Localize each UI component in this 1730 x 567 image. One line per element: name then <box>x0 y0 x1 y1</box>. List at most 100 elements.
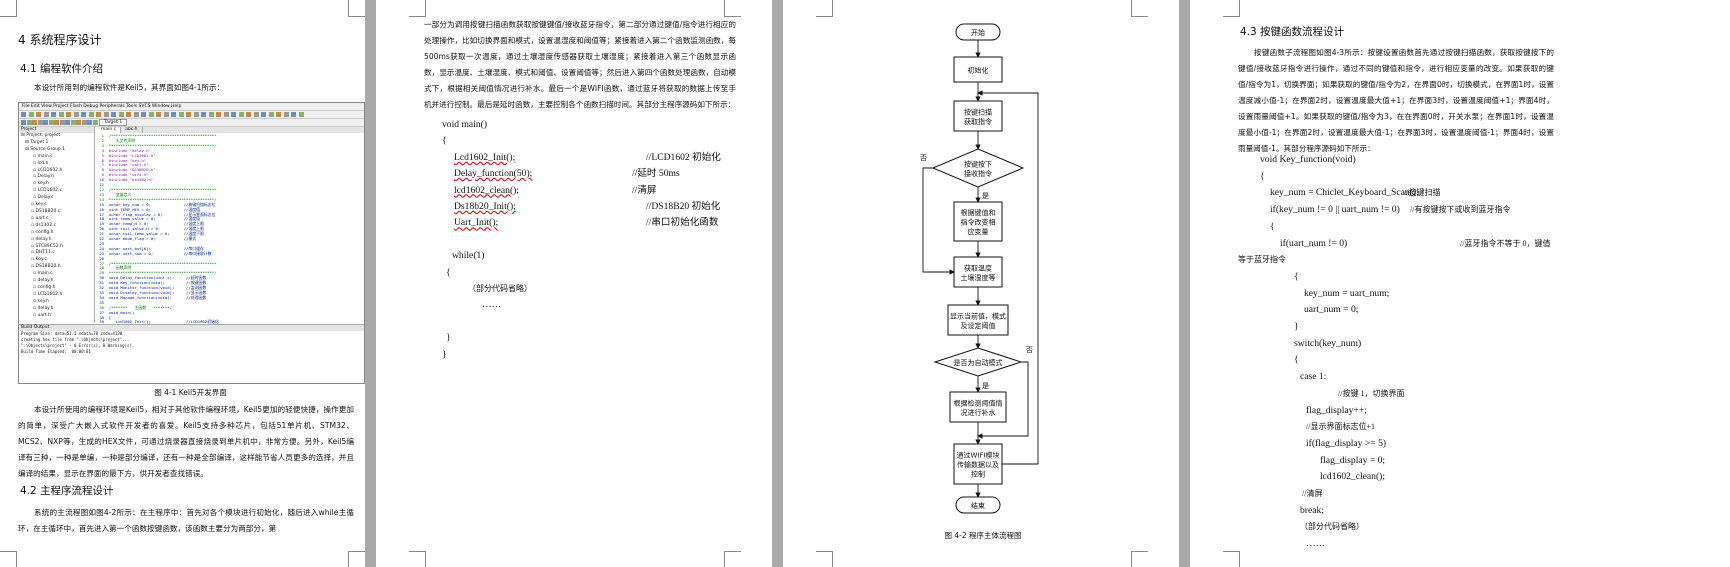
project-tree-item[interactable]: ▫ Key.c <box>31 257 47 263</box>
toolbar-icon[interactable] <box>103 112 109 117</box>
project-tree-item[interactable]: ⊟ Project: project <box>21 133 61 138</box>
project-tree-item[interactable]: ▫ main.c <box>33 153 53 159</box>
toolbar-icon[interactable] <box>92 120 98 125</box>
project-tree-item[interactable]: ▫ main.c <box>33 271 53 277</box>
editor-code-line: 34 void Manage_function(void); //处理函数 <box>97 294 207 300</box>
toolbar-icon[interactable] <box>32 120 37 125</box>
toolbar-icon[interactable] <box>76 120 81 125</box>
project-tree-item[interactable]: ▫ LCD1602.h <box>33 291 63 297</box>
toolbar-icon[interactable] <box>48 120 54 125</box>
process-box <box>953 201 1003 242</box>
editor-code-line: 15 uchar key_num = 0; //按键扫描标志位 <box>97 201 216 207</box>
toolbar-icon[interactable] <box>54 120 59 125</box>
toolbar-icon[interactable] <box>26 120 32 125</box>
editor-tab[interactable]: abc.h <box>121 127 143 133</box>
toolbar-icon[interactable] <box>148 112 154 117</box>
toolbar-icon[interactable] <box>59 120 65 125</box>
toolbar-icon[interactable] <box>37 120 43 125</box>
toolbar-icon[interactable] <box>28 112 34 117</box>
toolbar-icon[interactable] <box>186 112 191 117</box>
toolbar-icon[interactable] <box>268 112 274 117</box>
toolbar-icon[interactable] <box>36 112 41 117</box>
toolbar-icon[interactable] <box>81 112 86 117</box>
toolbar-icon[interactable] <box>133 112 139 117</box>
toolbar-icon[interactable] <box>88 112 94 117</box>
project-tree-item[interactable]: ▫ Delay.c <box>33 195 54 201</box>
project-tree-item[interactable]: ▫ key.h <box>33 181 49 187</box>
yes-label: 是 <box>982 382 989 390</box>
toolbar-icon[interactable] <box>163 112 169 117</box>
toolbar-icon[interactable] <box>81 120 87 125</box>
toolbar-icon[interactable] <box>87 120 92 125</box>
editor-code-line: 14 *************************************… <box>97 196 217 202</box>
toolbar-icon[interactable] <box>111 112 116 117</box>
editor-code-line: 36 /******* 主函数 *******/ <box>97 304 172 310</box>
toolbar-icon[interactable] <box>253 112 259 117</box>
toolbar-icon[interactable] <box>231 112 236 117</box>
process-label: 根据键值和 <box>961 208 996 217</box>
toolbar-icon[interactable] <box>43 120 48 125</box>
toolbar-icon[interactable] <box>238 112 244 117</box>
toolbar-icon[interactable] <box>65 120 70 125</box>
project-tree-item[interactable]: ▫ LCD1602.c <box>33 188 62 194</box>
project-tree-item[interactable]: ▫ lcd.h <box>33 160 49 166</box>
editor-tab[interactable]: main.c <box>97 127 122 133</box>
init-box <box>953 56 1003 83</box>
editor-code-line: 1 /*************************************… <box>97 133 217 138</box>
toolbar-icon[interactable] <box>276 112 281 117</box>
process-label: 指令改变相 <box>961 218 996 227</box>
figure-4-1-caption: 图 4-1 Keil5开发界面 <box>154 388 227 397</box>
toolbar-icon[interactable] <box>201 112 206 117</box>
toolbar-icon[interactable] <box>208 112 214 117</box>
toolbar-icon[interactable] <box>261 112 266 117</box>
code-line: break; <box>1300 504 1324 516</box>
toolbar-icon[interactable] <box>141 112 146 117</box>
toolbar-icon[interactable] <box>43 112 49 117</box>
project-tree-item[interactable]: ▫ key.h <box>33 298 49 304</box>
project-tree-item[interactable]: ▫ Delay.h <box>33 174 55 180</box>
project-tree-item[interactable]: ▫ ds1302.c <box>31 222 57 228</box>
project-tree-item[interactable]: ▫ DS18B20.c <box>31 208 61 214</box>
toolbar-icon[interactable] <box>171 112 176 117</box>
toolbar-icon[interactable] <box>118 112 124 117</box>
crop-mark <box>1131 551 1148 567</box>
toolbar-icon[interactable] <box>73 112 79 117</box>
toolbar-icon[interactable] <box>58 112 64 117</box>
project-tree-item[interactable]: ⊟ Target 1 <box>25 139 49 145</box>
project-tree-item[interactable]: ▫ uart.c <box>31 215 49 221</box>
project-tree-item[interactable]: ▫ STC89C52.h <box>31 243 63 249</box>
project-tree-item[interactable]: ▫ key.c <box>31 202 47 208</box>
project-tree-item[interactable]: ▫ delay.h <box>31 236 52 242</box>
project-tree-item[interactable]: ⊟ Source Group 1 <box>25 146 66 152</box>
editor-code-line: 8 #include "DS18B20.h" <box>97 167 156 173</box>
toolbar-icon[interactable] <box>283 112 289 117</box>
toolbar-icon[interactable] <box>96 112 101 117</box>
project-tree-item[interactable]: ▫ config.h <box>31 229 54 235</box>
toolbar-icon[interactable] <box>223 112 229 117</box>
project-tree-item[interactable]: ▫ config.h <box>33 284 56 290</box>
code-comment: //延时 50ms <box>632 168 680 180</box>
toolbar-icon[interactable] <box>178 112 184 117</box>
target-selector[interactable]: Target 1 <box>99 119 128 126</box>
toolbar-icon[interactable] <box>21 112 26 117</box>
toolbar-icon[interactable] <box>193 112 199 117</box>
no-label: 否 <box>1026 346 1033 354</box>
project-tree-item[interactable]: ▫ DHT11.c <box>31 250 55 256</box>
project-tree-item[interactable]: ▫ delay.h <box>33 278 54 284</box>
toolbar-icon[interactable] <box>21 120 26 125</box>
toolbar-icon[interactable] <box>291 112 296 117</box>
code-line: { <box>1260 170 1265 182</box>
toolbar-icon[interactable] <box>216 112 221 117</box>
project-tree-item[interactable]: ▫ uart.h <box>33 312 51 318</box>
project-tree-item[interactable]: ▫ DS18B20.h <box>31 264 61 270</box>
project-tree-item[interactable]: ▫ delay.h <box>33 305 54 311</box>
toolbar-icon[interactable] <box>51 112 56 117</box>
toolbar-icon[interactable] <box>66 112 71 117</box>
toolbar-icon[interactable] <box>246 112 251 117</box>
toolbar-icon[interactable] <box>126 112 131 117</box>
toolbar-icon[interactable] <box>156 112 161 117</box>
project-tree-item[interactable]: ▫ LCD1602.h <box>33 167 63 173</box>
toolbar-icon[interactable] <box>298 112 304 117</box>
display-label: 显示当前值，模式 <box>950 311 1006 320</box>
toolbar-icon[interactable] <box>70 120 76 125</box>
